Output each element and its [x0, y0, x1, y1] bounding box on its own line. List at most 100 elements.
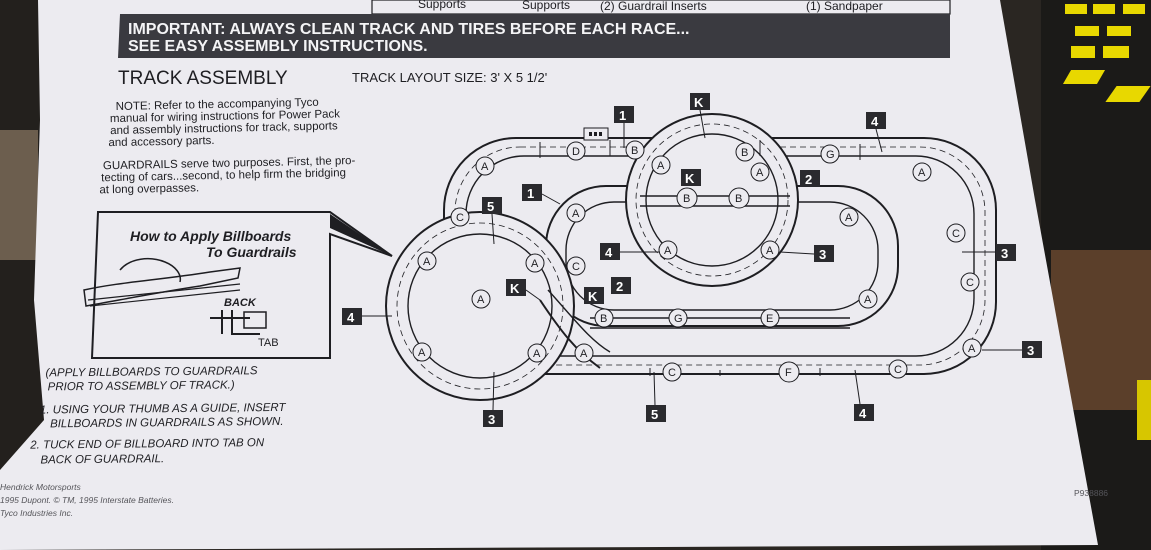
step2-line-2: BACK OF GUARDRAIL.	[40, 453, 164, 466]
support-1-top: 1	[614, 106, 634, 148]
yellow-edge-object	[1137, 380, 1151, 440]
svg-text:C: C	[668, 367, 676, 379]
marker-a-7: A	[658, 240, 678, 260]
power-pack-icon	[583, 127, 609, 141]
svg-text:3: 3	[819, 247, 826, 262]
svg-text:E: E	[766, 313, 773, 325]
support-3-mid: 3	[779, 245, 834, 262]
support-k-2: K	[681, 169, 701, 186]
svg-text:5: 5	[487, 199, 494, 214]
marker-a-5: A	[566, 203, 586, 223]
svg-text:4: 4	[347, 310, 355, 325]
svg-text:A: A	[845, 212, 853, 224]
support-3-right-low: 3	[982, 341, 1042, 358]
note-line-3: and assembly instructions for track, sup…	[110, 120, 338, 137]
billboard-title-1: How to Apply Billboards	[130, 228, 291, 244]
svg-text:G: G	[826, 149, 835, 161]
support-3-right: 3	[962, 244, 1016, 261]
svg-text:2: 2	[616, 279, 623, 294]
marker-c-3: C	[566, 256, 586, 276]
marker-a-16: A	[962, 338, 982, 358]
svg-text:C: C	[456, 212, 464, 224]
svg-text:D: D	[572, 146, 580, 158]
svg-text:1: 1	[619, 108, 626, 123]
billboard-illustration: How to Apply Billboards To Guardrails BA…	[83, 210, 393, 360]
apply-line-2: PRIOR TO ASSEMBLY OF TRACK.)	[48, 379, 235, 393]
credit-line-1: Hendrick Motorsports	[0, 482, 82, 492]
apply-line-1: (APPLY BILLBOARDS TO GUARDRAILS	[45, 365, 257, 379]
svg-text:B: B	[735, 193, 742, 205]
marker-g-1: G	[820, 144, 840, 164]
svg-text:2: 2	[805, 172, 812, 187]
marker-a-6: A	[839, 207, 859, 227]
svg-text:K: K	[685, 171, 695, 186]
svg-text:B: B	[600, 313, 607, 325]
marker-a-13: A	[412, 342, 432, 362]
svg-text:A: A	[481, 161, 489, 173]
svg-text:A: A	[766, 245, 774, 257]
marker-d: D	[566, 141, 586, 161]
svg-text:5: 5	[651, 407, 658, 422]
marker-a-4: A	[912, 162, 932, 182]
svg-text:A: A	[580, 348, 588, 360]
note-line-1: NOTE: Refer to the accompanying Tyco	[116, 97, 319, 113]
marker-c-1: C	[450, 207, 470, 227]
svg-text:K: K	[694, 95, 704, 110]
marker-c-4: C	[960, 272, 980, 292]
svg-text:A: A	[572, 208, 580, 220]
support-k-1: K	[690, 93, 710, 139]
yellow-striped-object	[1061, 0, 1151, 140]
step1-line-2: BILLBOARDS IN GUARDRAILS AS SHOWN.	[50, 416, 284, 430]
marker-b-5: B	[594, 308, 614, 328]
banner-line-1: IMPORTANT: ALWAYS CLEAN TRACK AND TIRES …	[128, 21, 690, 38]
svg-text:A: A	[423, 256, 431, 268]
warning-banner	[118, 14, 950, 58]
svg-text:C: C	[952, 228, 960, 240]
support-4-top: 4	[866, 112, 886, 153]
parts-supports-1: Supports	[418, 0, 466, 11]
track-piece-markers: A D B A B A G A B B A A C C A A A A C C …	[412, 140, 982, 383]
svg-text:K: K	[510, 281, 520, 296]
marker-a-12: A	[858, 289, 878, 309]
svg-text:G: G	[674, 313, 683, 325]
marker-a-1: A	[475, 156, 495, 176]
svg-text:3: 3	[1027, 343, 1034, 358]
guardrail-line-1: GUARDRAILS serve two purposes. First, th…	[103, 155, 356, 172]
support-3-bottom: 3	[483, 371, 503, 427]
support-2-top: 2	[800, 170, 820, 187]
svg-text:3: 3	[488, 412, 495, 427]
marker-b-3: B	[676, 187, 698, 209]
svg-text:A: A	[918, 167, 926, 179]
billboard-tab-label: TAB	[258, 337, 279, 349]
marker-e: E	[760, 308, 780, 328]
layout-size: TRACK LAYOUT SIZE: 3' X 5 1/2'	[352, 70, 547, 85]
svg-text:C: C	[894, 364, 902, 376]
marker-c-5: C	[662, 362, 682, 382]
billboard-title-2: To Guardrails	[206, 244, 297, 260]
marker-b-2: B	[735, 142, 755, 162]
marker-a-14: A	[527, 343, 547, 363]
marker-b-1: B	[625, 140, 645, 160]
support-5-top: 5	[482, 197, 502, 245]
billboard-back-label: BACK	[224, 297, 257, 309]
svg-text:K: K	[588, 289, 598, 304]
svg-text:A: A	[756, 167, 764, 179]
svg-text:A: A	[531, 258, 539, 270]
svg-text:B: B	[683, 193, 690, 205]
marker-a-3: A	[750, 162, 770, 182]
support-k-3: K	[506, 279, 541, 301]
svg-text:4: 4	[871, 114, 879, 129]
support-k-4: K	[584, 287, 604, 304]
svg-text:1: 1	[527, 186, 534, 201]
background-wood	[0, 130, 38, 260]
page-title: TRACK ASSEMBLY	[118, 68, 288, 89]
marker-c-2: C	[946, 223, 966, 243]
marker-a-2: A	[651, 155, 671, 175]
part-number: P938886	[1074, 488, 1108, 498]
support-4-left: 4	[342, 308, 392, 325]
support-4-bottom: 4	[854, 369, 874, 421]
credit-line-2: 1995 Dupont. © TM, 1995 Interstate Batte…	[0, 495, 174, 505]
support-2-mid: 2	[611, 277, 631, 294]
svg-text:C: C	[572, 261, 580, 273]
